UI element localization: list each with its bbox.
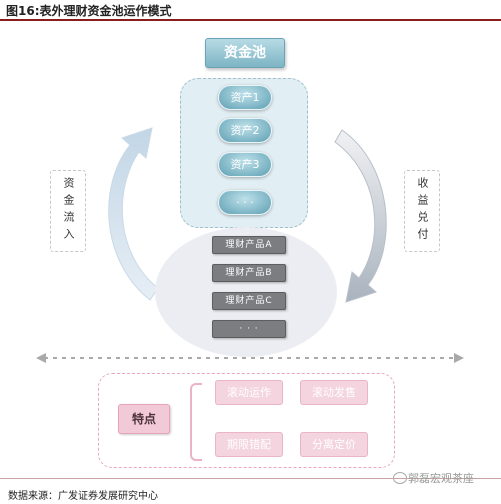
product-bar: 理财产品B [212,264,286,282]
inflow-label: 资金流入 [50,170,86,252]
asset-pill: 资产3 [218,152,272,177]
divider-right-head [454,353,464,363]
product-bar: · · · [212,320,286,338]
asset-pill: · · · [218,190,272,215]
outflow-label: 收益兑付 [404,170,440,252]
outflow-arrow [334,129,387,303]
watermark: 郭磊宏观茶座 [408,472,474,485]
source-note: 数据来源：广发证券发展研究中心 [8,491,158,502]
pool-header: 资金池 [205,38,285,68]
footer-divider [0,478,501,479]
product-bar: 理财产品A [212,236,286,254]
divider-left-head [36,353,46,363]
feature-item: 滚动发售 [300,380,368,405]
product-bar: 理财产品C [212,292,286,310]
asset-pill: 资产2 [218,118,272,143]
asset-pill: 资产1 [218,85,272,110]
features-key: 特点 [118,404,170,434]
inflow-text: 资金流入 [62,177,75,245]
figure-title: 图16:表外理财资金池运作模式 [6,4,172,18]
features-brace [190,383,202,461]
feature-item: 期限错配 [215,432,283,457]
feature-item: 滚动运作 [215,380,283,405]
wechat-icon [393,472,407,484]
inflow-arrow [108,127,159,301]
outflow-text: 收益兑付 [416,177,429,245]
feature-item: 分离定价 [300,432,368,457]
title-divider [0,19,501,21]
